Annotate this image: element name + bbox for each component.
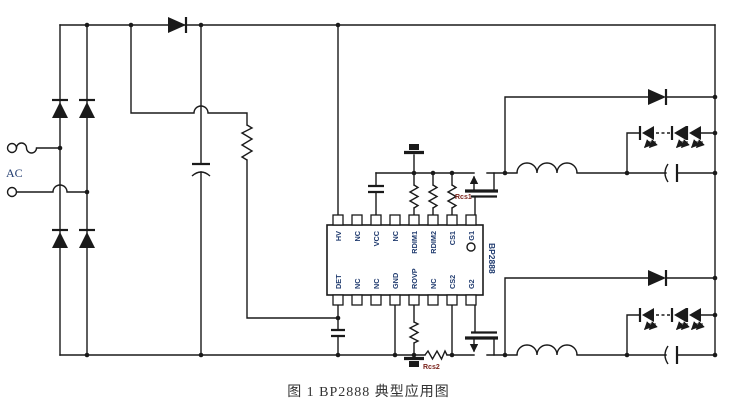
inductor-2 xyxy=(516,344,578,356)
det-cap xyxy=(331,304,345,356)
ac-label: AC xyxy=(6,166,23,180)
input-filter-cap xyxy=(191,162,211,177)
pin1-marker xyxy=(466,242,476,252)
ac-bottom-wire xyxy=(15,184,88,193)
line-sense-resistor xyxy=(240,124,254,161)
ac-terminal-bottom xyxy=(6,186,18,198)
pin-label-det: DET xyxy=(334,274,343,289)
pin-label-cs2: CS2 xyxy=(448,275,457,289)
rcs1-label: Rcs1 xyxy=(455,194,472,201)
ground-flag-top xyxy=(404,144,424,174)
pin-label-rovp: ROVP xyxy=(410,268,419,289)
output-cap-1 xyxy=(664,163,679,183)
rcs1-resistor: Rcs1 xyxy=(446,172,472,216)
pin-label-nc5: NC xyxy=(429,278,438,289)
junction-dots xyxy=(57,22,718,358)
pin-label-rdim1: RDIM1 xyxy=(410,231,419,254)
freewheel-diode-1 xyxy=(504,89,716,174)
pin-label-rdim2: RDIM2 xyxy=(429,231,438,254)
wiring xyxy=(59,24,716,356)
pin-label-g2: G2 xyxy=(467,279,476,289)
vcc-cap xyxy=(368,172,384,216)
ac-input: AC xyxy=(6,142,88,198)
led-emission-arrows-2 xyxy=(644,321,705,330)
input-diode xyxy=(168,17,188,33)
led-emission-arrows-1 xyxy=(644,139,705,148)
mosfet-2 xyxy=(465,304,498,356)
figure-caption: 图 1 BP2888 典型应用图 xyxy=(287,385,450,400)
bp2888-ic: HV NC VCC NC RDIM1 RDIM2 CS1 G1 DET NC N… xyxy=(326,214,497,306)
pin-label-nc2: NC xyxy=(391,230,400,241)
freewheel-diode-2 xyxy=(504,270,716,356)
ic-part-number: BP2888 xyxy=(487,243,497,274)
pin-label-nc4: NC xyxy=(372,278,381,289)
pin-label-nc3: NC xyxy=(353,278,362,289)
pin-label-hv: HV xyxy=(334,231,343,241)
inductor-1 xyxy=(516,162,578,174)
ic-body xyxy=(326,224,484,296)
rcs2-label: Rcs2 xyxy=(423,364,440,371)
bridge-diode-3 xyxy=(52,228,68,248)
rovp-resistor xyxy=(408,304,420,356)
ac-terminal-top xyxy=(6,142,18,154)
fuse-squiggle xyxy=(15,142,61,154)
rcs2-resistor: Rcs2 xyxy=(423,349,448,371)
pin-label-g1: G1 xyxy=(467,231,476,241)
led-string-1 xyxy=(626,126,716,174)
led-string-2 xyxy=(626,308,716,356)
pin-label-nc1: NC xyxy=(353,230,362,241)
rdim1-resistor xyxy=(408,172,420,216)
pin-label-vcc: VCC xyxy=(372,230,381,246)
mosfet-1 xyxy=(465,172,498,216)
bridge-diode-1 xyxy=(52,98,68,118)
rdim2-resistor xyxy=(427,172,439,216)
bridge-rectifier xyxy=(52,98,95,248)
pin-label-cs1: CS1 xyxy=(448,231,457,245)
pin-label-gnd: GND xyxy=(391,273,400,289)
bridge-diode-2 xyxy=(79,98,95,118)
bridge-diode-4 xyxy=(79,228,95,248)
output-cap-2 xyxy=(664,345,679,365)
ground-flag-bottom xyxy=(404,356,424,367)
